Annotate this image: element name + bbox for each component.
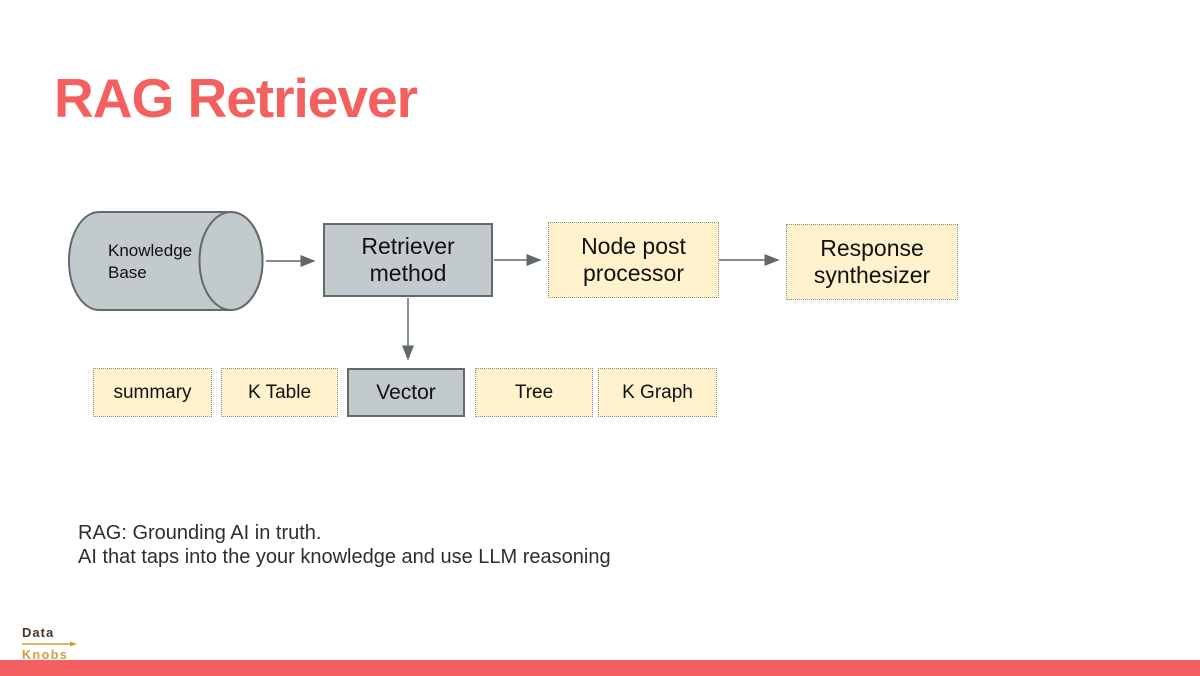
- option-k-table: K Table: [221, 368, 338, 417]
- description-line-2: AI that taps into the your knowledge and…: [78, 546, 611, 568]
- option-tree: Tree: [475, 368, 593, 417]
- option-k-graph-label: K Graph: [622, 381, 693, 403]
- node-node-post-processor: Node post processor: [548, 222, 719, 298]
- option-k-graph: K Graph: [598, 368, 717, 417]
- node-retriever-method: Retriever method: [323, 223, 493, 297]
- knowledge-base-cylinder: [68, 211, 264, 311]
- option-tree-label: Tree: [514, 381, 554, 403]
- logo-word-data: Data: [22, 625, 55, 640]
- node-response-synthesizer-label: Response synthesizer: [813, 235, 931, 288]
- footer-accent-bar: [0, 660, 1200, 676]
- node-knowledge-base-label: Knowledge Base: [108, 241, 193, 282]
- option-vector-selected: Vector: [347, 368, 465, 417]
- description-line-1: RAG: Grounding AI in truth.: [78, 522, 322, 544]
- option-k-table-label: K Table: [247, 381, 312, 403]
- node-response-synthesizer: Response synthesizer: [786, 224, 958, 300]
- logo-word-knobs: Knobs: [22, 648, 69, 662]
- page-title: RAG Retriever: [54, 67, 418, 129]
- option-summary: summary: [93, 368, 212, 417]
- logo-underline-arrow: [22, 641, 77, 647]
- node-node-post-processor-label: Node post processor: [581, 233, 686, 286]
- option-summary-label: summary: [113, 381, 192, 403]
- node-retriever-method-label: Retriever method: [361, 233, 455, 286]
- slide-description: RAG: Grounding AI in truth. AI that taps…: [78, 521, 611, 569]
- option-vector-label: Vector: [376, 380, 436, 404]
- dataknobs-logo: Data Knobs: [22, 626, 78, 662]
